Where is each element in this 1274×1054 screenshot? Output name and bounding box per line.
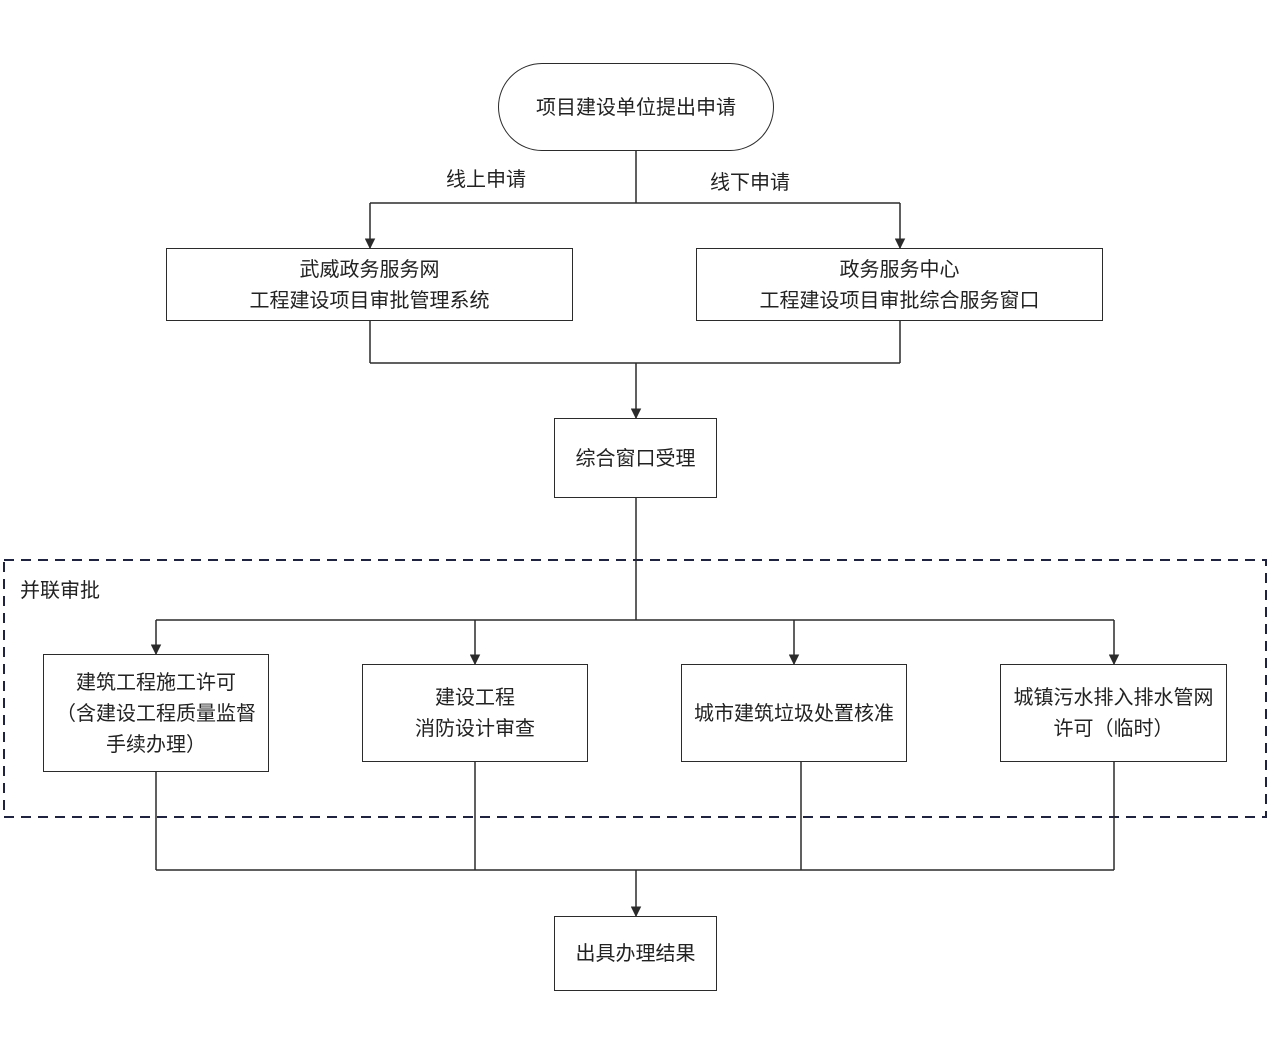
parallel-approval-label: 并联审批 [20,578,100,602]
node-fire-review: 建设工程 消防设计审查 [362,664,588,762]
parallel-approval-frame [3,559,1267,818]
edge-label-offline: 线下申请 [710,170,790,194]
node-result: 出具办理结果 [554,916,717,991]
edge-label-online: 线上申请 [446,167,526,191]
node-permit-construction: 建筑工程施工许可 （含建设工程质量监督 手续办理） [43,654,269,772]
node-start: 项目建设单位提出申请 [498,63,774,151]
node-waste-approval: 城市建筑垃圾处置核准 [681,664,907,762]
node-sewage-permit: 城镇污水排入排水管网 许可（临时） [1000,664,1227,762]
node-accept: 综合窗口受理 [554,418,717,498]
node-offline-window: 政务服务中心 工程建设项目审批综合服务窗口 [696,248,1103,321]
node-online-system: 武威政务服务网 工程建设项目审批管理系统 [166,248,573,321]
